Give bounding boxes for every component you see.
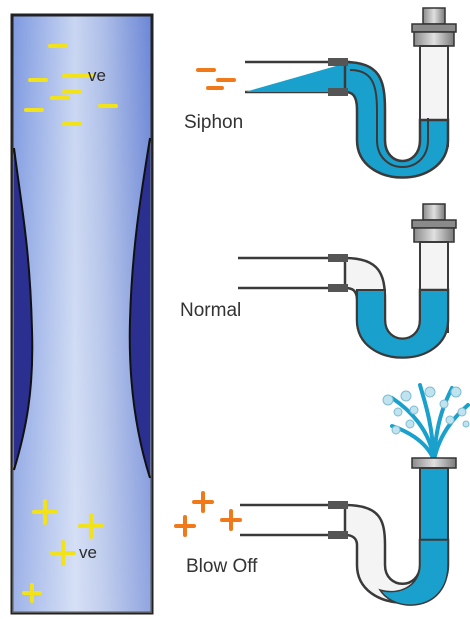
- plus-sign: [194, 493, 212, 511]
- siphon-pressure-marks: [198, 70, 234, 88]
- siphon-trap: [245, 8, 456, 178]
- negative-charge-label: ve: [88, 66, 106, 86]
- blow-off-trap: [240, 385, 469, 605]
- plus-sign: [222, 511, 240, 529]
- siphon-label: Siphon: [184, 112, 243, 134]
- plus-sign: [176, 517, 194, 535]
- blow-off-label: Blow Off: [186, 556, 257, 578]
- positive-charge-label: ve: [79, 543, 97, 563]
- normal-trap: [238, 204, 456, 358]
- vent-stack: [12, 15, 152, 613]
- normal-label: Normal: [180, 300, 241, 322]
- blow-off-pressure-marks: [176, 493, 240, 535]
